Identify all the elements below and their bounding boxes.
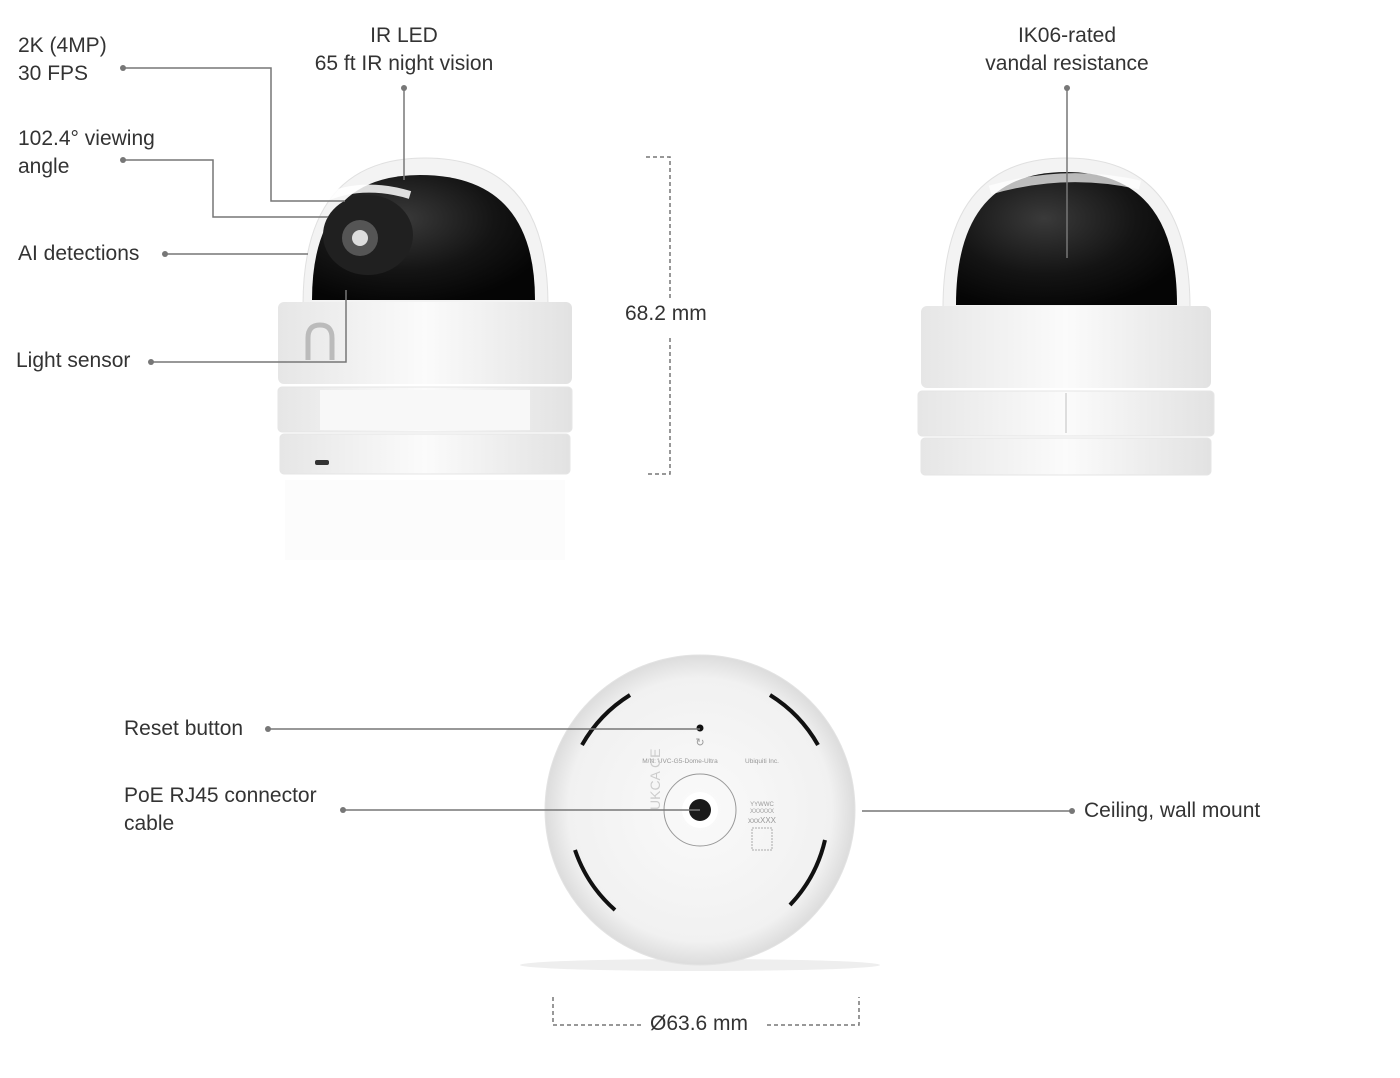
reset-icon: ↻ [695, 737, 704, 749]
leader-dots [120, 65, 1075, 814]
viewing-angle-line-2: angle [18, 155, 70, 178]
light-sensor-label: Light sensor [16, 349, 131, 372]
reset-button-label: Reset button [124, 717, 244, 740]
poe-label: PoE RJ45 connector cable [124, 782, 317, 838]
resolution-line-1: 2K (4MP) [18, 34, 107, 57]
model-marking: M/N: UVC-G5-Dome-Ultra [642, 758, 718, 765]
camera-base-view: ↻ M/N: UVC-G5-Dome-Ultra Ubiquiti Inc. Y… [520, 654, 880, 971]
vandal-label: IK06-rated vandal resistance [947, 22, 1187, 78]
ir-led-line-1: IR LED [370, 24, 438, 47]
diameter-dimension: Ø63.6 mm [650, 1012, 749, 1035]
date-code: YYWWC [750, 802, 774, 808]
ai-detections-label: AI detections [18, 242, 140, 265]
serial-line-1: XXXXXX [750, 809, 774, 815]
certification-marks: UKCA CE [647, 749, 663, 810]
ir-led-line-2: 65 ft IR night vision [314, 52, 494, 75]
leader-lines [123, 67, 1072, 1026]
camera-front-view [277, 157, 573, 560]
viewing-angle-label: 102.4° viewing angle [18, 125, 155, 181]
resolution-label: 2K (4MP) 30 FPS [18, 32, 107, 88]
qr-code [751, 827, 773, 851]
height-dimension: 68.2 mm [625, 302, 707, 325]
serial-line-2: xxxXXX [748, 816, 777, 825]
vandal-line-2: vandal resistance [985, 52, 1149, 75]
resolution-line-2: 30 FPS [18, 62, 89, 85]
camera-rear-view [917, 157, 1215, 476]
viewing-angle-line-1: 102.4° viewing [18, 127, 155, 150]
ir-led-label: IR LED 65 ft IR night vision [284, 22, 524, 78]
vandal-line-1: IK06-rated [1017, 24, 1117, 47]
maker-marking: Ubiquiti Inc. [745, 758, 779, 765]
poe-line-1: PoE RJ45 connector [124, 784, 317, 807]
poe-line-2: cable [124, 812, 175, 835]
mount-label: Ceiling, wall mount [1084, 799, 1261, 822]
